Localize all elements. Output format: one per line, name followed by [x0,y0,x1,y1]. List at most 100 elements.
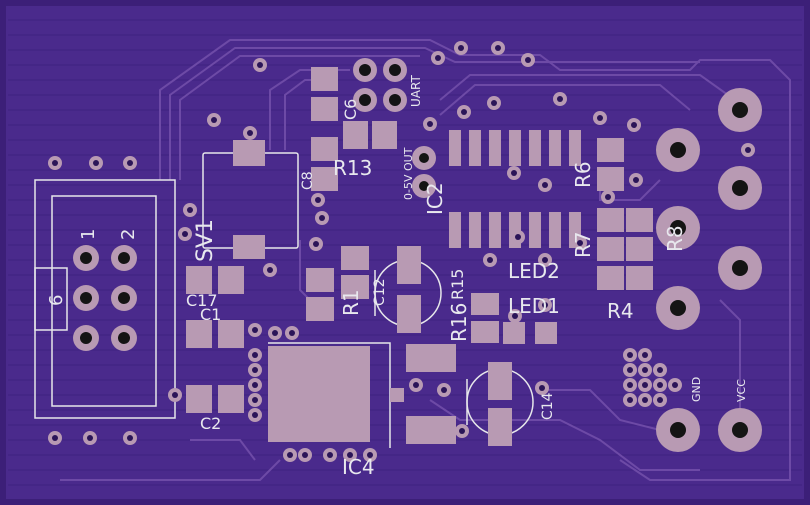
label-r6: R6 [571,161,595,188]
connector-sv1-inner [51,195,157,407]
ic2-pad [569,130,581,166]
pad [626,237,653,261]
label-r1: R1 [339,289,363,316]
via-hole [542,182,548,188]
th-hole [670,300,686,316]
silk-labels: C6 UART R13 C8 0-5V OUT IC2 R6 R7 R8 LED… [46,75,748,479]
th-hole [359,64,371,76]
th-hole [732,260,748,276]
via-hole [287,452,293,458]
th-hole [670,220,686,236]
trace-group [60,39,791,481]
via-hole [172,392,178,398]
via-hole [512,313,518,319]
trace [179,55,420,180]
smd-pads [186,67,653,446]
pad [341,246,369,270]
via-hole [427,121,433,127]
via-hole [627,382,633,388]
pad [311,167,338,191]
via-hole [252,397,258,403]
via-hole [302,452,308,458]
label-uart: UART [409,75,423,107]
pad [406,344,456,372]
via-hole [597,115,603,121]
via-hole [127,435,133,441]
via-hole [413,382,419,388]
ic2-pad [529,130,541,166]
label-sv1: SV1 [193,219,218,262]
pad [306,268,334,292]
via-hole [657,397,663,403]
via-hole [93,160,99,166]
th-hole [359,94,371,106]
ic2-pad [549,130,561,166]
th-pads [73,58,762,452]
via-hole [605,194,611,200]
ic2-pads [449,130,581,248]
trace [60,459,281,481]
pad [488,408,512,446]
label-r4: R4 [607,299,634,323]
via-hole [577,240,583,246]
via-hole [327,452,333,458]
via-hole [257,62,263,68]
ic4-outline [268,342,391,448]
th-hole [389,64,401,76]
label-led1: LED1 [508,294,560,318]
pad [390,388,404,402]
via-hole [441,387,447,393]
pad [406,416,456,444]
ic2-pad [489,212,501,248]
pad [311,137,338,161]
th-hole [118,252,130,264]
trace [159,39,791,481]
ic2-pad [449,212,461,248]
ic2-pad [469,130,481,166]
via-hole [633,177,639,183]
pad [597,138,624,162]
via-hole [435,55,441,61]
ic2-pad [509,130,521,166]
label-r8: R8 [663,225,687,252]
pad [233,235,265,259]
pad [597,237,624,261]
via-hole [495,45,501,51]
th-hole [118,292,130,304]
via-hole [511,170,517,176]
via-hole [252,327,258,333]
via-hole [657,367,663,373]
ic2-pad [549,212,561,248]
via-hole [252,352,258,358]
label-r16: R16 [447,303,471,342]
th-hole [732,180,748,196]
via-hole [627,367,633,373]
th-hole [118,332,130,344]
label-led2: LED2 [508,259,560,283]
via-hole [525,57,531,63]
trace [190,439,256,461]
via-hole [182,231,188,237]
via-hole [657,382,663,388]
via-hole [539,385,545,391]
pad [471,293,499,315]
ic2-pad [489,130,501,166]
pad [397,246,421,284]
pad [343,121,368,149]
pad [471,321,499,343]
via-hole [347,452,353,458]
ic2-pad [449,130,461,166]
trace [169,47,700,180]
via-hole [52,435,58,441]
via-hole [642,397,648,403]
trace [439,74,736,101]
label-r13: R13 [333,156,372,180]
pad [218,385,244,413]
label-gnd: GND [690,377,703,402]
label-ic2: IC2 [423,182,447,215]
pad [597,167,624,191]
via-hole [627,352,633,358]
via-hole [631,122,637,128]
via-hole [627,397,633,403]
